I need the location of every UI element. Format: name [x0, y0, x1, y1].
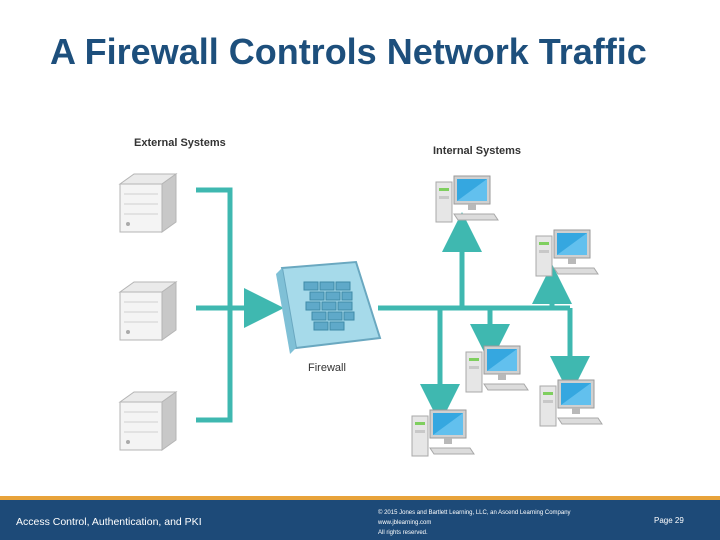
firewall-icon: [276, 260, 382, 354]
desktop-computer-icon: [435, 175, 499, 223]
copyright-line-1: © 2015 Jones and Bartlett Learning, LLC,…: [378, 510, 571, 516]
external-systems-label: External Systems: [134, 137, 226, 149]
desktop-computer-icon: [539, 379, 603, 427]
desktop-computer-icon: [535, 229, 599, 277]
copyright-notice: © 2015 Jones and Bartlett Learning, LLC,…: [378, 508, 571, 538]
slide-title: A Firewall Controls Network Traffic: [50, 31, 647, 72]
firewall-label: Firewall: [308, 362, 346, 374]
copyright-line-3: All rights reserved.: [378, 530, 428, 536]
server-icon: [119, 281, 177, 341]
footer-bar: Access Control, Authentication, and PKI …: [0, 496, 720, 540]
desktop-computer-icon: [465, 345, 529, 393]
course-title: Access Control, Authentication, and PKI: [16, 516, 202, 528]
page-number: Page 29: [654, 516, 684, 525]
desktop-computer-icon: [411, 409, 475, 457]
network-diagram: [119, 173, 603, 457]
copyright-line-2: www.jblearning.com: [378, 520, 432, 526]
server-icon: [119, 391, 177, 451]
server-icon: [119, 173, 177, 233]
internal-systems-label: Internal Systems: [433, 145, 522, 157]
external-connection-lines: [196, 187, 284, 423]
internal-connection-lines: [378, 212, 590, 424]
